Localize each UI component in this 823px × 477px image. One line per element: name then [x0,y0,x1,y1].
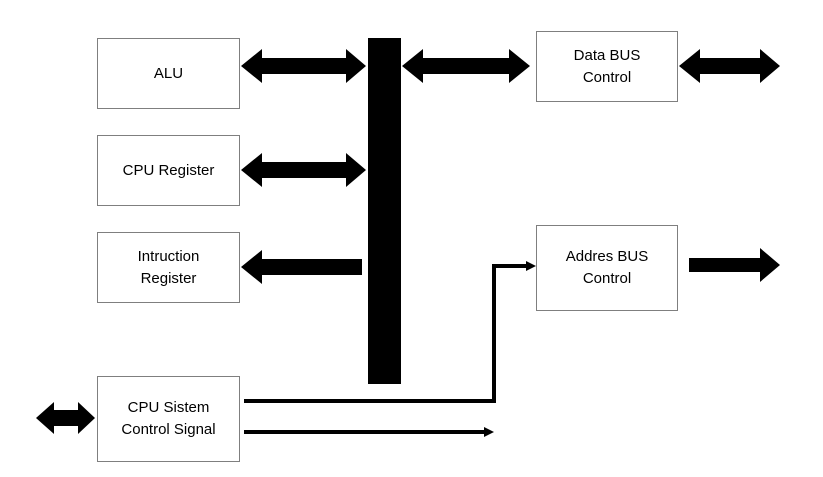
data-bus-external-arrow [679,49,780,83]
control-to-address-line [244,264,528,403]
instruction-register-block: Intruction Register [97,232,240,303]
address-bus-control-label: Addres BUS Control [565,248,649,287]
cpu-system-control-label: CPU Sistem Control Signal [121,399,216,438]
alu-label: ALU [153,64,184,82]
address-bus-external-arrow [689,248,780,282]
cpu-register-block: CPU Register [97,135,240,206]
control-signal-external-arrow [36,402,95,434]
bus-instruction-register-arrow [241,250,362,284]
data-bus-control-block: Data BUS Control [536,31,678,102]
address-bus-control-block: Addres BUS Control [536,225,678,311]
cpu-register-label: CPU Register [122,161,215,179]
data-bus-control-label: Data BUS Control [573,46,641,86]
alu-block: ALU [97,38,240,109]
alu-bus-arrow [241,49,366,83]
internal-bus-bar [368,38,401,384]
control-to-address-arrowhead [526,261,536,271]
bus-data-bus-arrow [402,49,530,83]
control-signal-output-arrowhead [484,427,494,437]
cpu-system-control-block: CPU Sistem Control Signal [97,376,240,462]
cpu-register-bus-arrow [241,153,366,187]
instruction-register-label: Intruction Register [137,247,200,287]
